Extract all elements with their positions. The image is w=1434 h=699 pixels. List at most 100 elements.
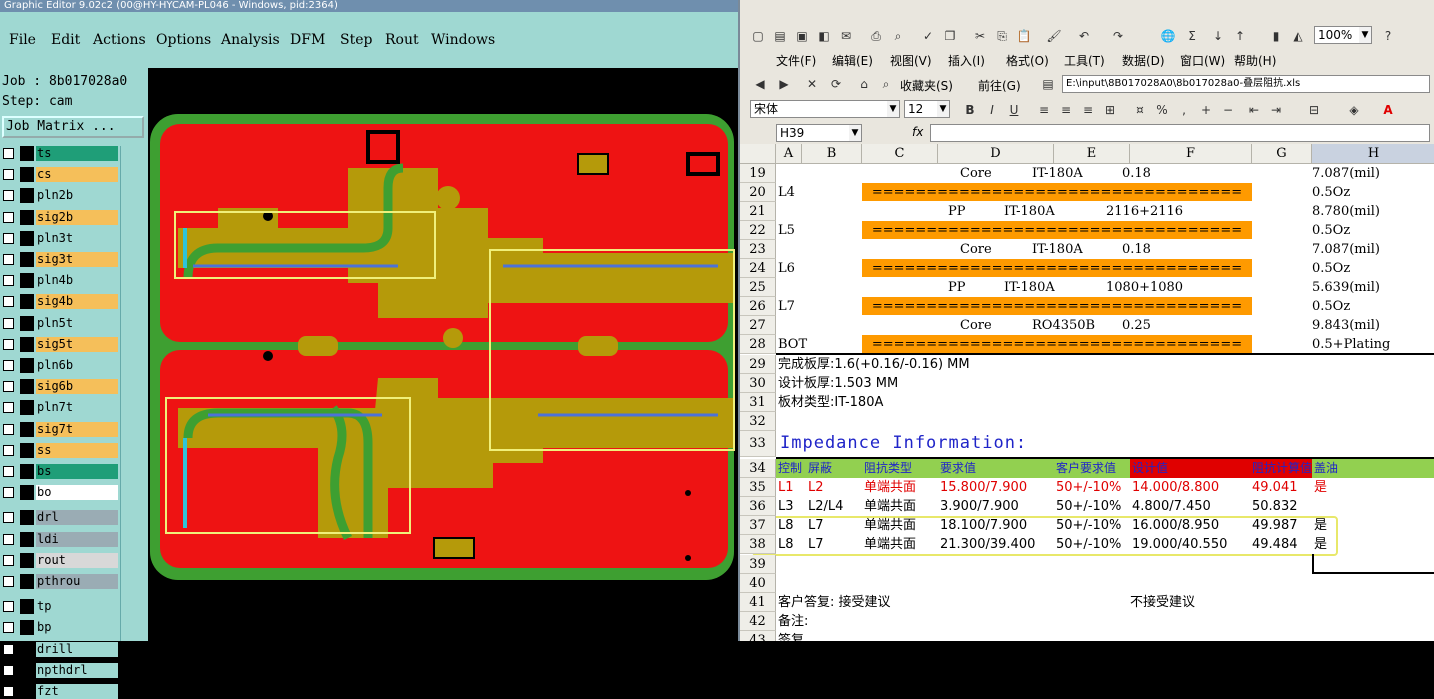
- layer-row-pln6b[interactable]: pln6b: [0, 358, 120, 373]
- impedance-cell[interactable]: 是: [1314, 537, 1328, 552]
- cell[interactable]: L6: [778, 261, 795, 276]
- impedance-cell[interactable]: 14.000/8.800: [1132, 480, 1220, 495]
- impedance-cell[interactable]: 15.800/7.900: [940, 480, 1028, 495]
- layer-checkbox[interactable]: [3, 338, 14, 350]
- row-header[interactable]: 38: [740, 535, 776, 554]
- row-header[interactable]: 35: [740, 478, 776, 497]
- row-header[interactable]: 24: [740, 259, 776, 278]
- layer-row-sig3t[interactable]: sig3t: [0, 252, 120, 267]
- row-header[interactable]: 22: [740, 221, 776, 240]
- align-right-icon[interactable]: ≡: [1082, 103, 1094, 117]
- header-control[interactable]: 控制: [778, 461, 803, 475]
- cell[interactable]: 1080+1080: [1106, 280, 1184, 295]
- layer-row-sig7t[interactable]: sig7t: [0, 421, 120, 437]
- layer-row-sig6b[interactable]: sig6b: [0, 379, 120, 395]
- layer-row-drl[interactable]: drl: [0, 510, 120, 526]
- home-icon[interactable]: ⌂: [860, 77, 868, 91]
- material-type-cell[interactable]: 板材类型:IT-180A: [778, 395, 884, 410]
- impedance-cell[interactable]: 是: [1314, 518, 1328, 533]
- job-matrix-button[interactable]: Job Matrix ...: [2, 116, 144, 138]
- header-solder-mask[interactable]: 盖油: [1314, 461, 1339, 475]
- cell[interactable]: 0.5Oz: [1312, 261, 1351, 276]
- layer-bar[interactable]: ==================================: [862, 221, 1252, 239]
- row-header[interactable]: 29: [740, 355, 776, 374]
- layer-checkbox[interactable]: [3, 275, 14, 287]
- impedance-cell[interactable]: 50+/-10%: [1056, 480, 1122, 495]
- redo-icon[interactable]: ↷: [1112, 29, 1124, 43]
- col-header-g[interactable]: G: [1252, 144, 1312, 164]
- forward-icon[interactable]: ▶: [779, 77, 789, 91]
- layer-row-pln3t[interactable]: pln3t: [0, 230, 120, 246]
- xl-menu-view[interactable]: 视图(V): [890, 54, 932, 68]
- layer-checkbox[interactable]: [3, 512, 14, 524]
- header-customer-value[interactable]: 客户要求值: [1056, 461, 1117, 475]
- borders-icon[interactable]: ⊟: [1308, 103, 1320, 117]
- impedance-cell[interactable]: 50+/-10%: [1056, 518, 1122, 533]
- layer-checkbox[interactable]: [3, 601, 14, 613]
- impedance-cell[interactable]: 49.987: [1252, 518, 1298, 533]
- stop-icon[interactable]: ✕: [806, 77, 818, 91]
- layer-checkbox[interactable]: [3, 423, 14, 435]
- cell[interactable]: IT-180A: [1032, 242, 1083, 257]
- layer-row-ts[interactable]: ts: [0, 146, 120, 161]
- cell[interactable]: BOT: [778, 337, 808, 352]
- col-header-b[interactable]: B: [802, 144, 862, 164]
- row-header[interactable]: 31: [740, 393, 776, 412]
- search-icon[interactable]: ⌕: [882, 77, 890, 91]
- ge-menu-step[interactable]: Step: [340, 32, 373, 48]
- layer-row-sig5t[interactable]: sig5t: [0, 336, 120, 352]
- ge-menu-windows[interactable]: Windows: [431, 32, 496, 48]
- header-required-value[interactable]: 要求值: [940, 461, 977, 475]
- cell[interactable]: L4: [778, 185, 795, 200]
- header-calculated-value[interactable]: 阻抗计算值: [1252, 461, 1312, 475]
- research-icon[interactable]: ❐: [944, 29, 956, 43]
- drawing-icon[interactable]: ◭: [1293, 29, 1303, 43]
- layer-row-pln7t[interactable]: pln7t: [0, 400, 120, 416]
- copy-icon[interactable]: ⎘: [997, 29, 1007, 43]
- row-header[interactable]: 19: [740, 164, 776, 183]
- row-header[interactable]: 28: [740, 335, 776, 354]
- print-icon[interactable]: ⎙: [871, 29, 881, 43]
- layer-row-drill[interactable]: drill: [0, 641, 120, 657]
- layer-row-sig2b[interactable]: sig2b: [0, 209, 120, 225]
- cell[interactable]: 7.087(mil): [1312, 166, 1381, 181]
- address-bar[interactable]: E:\input\8B017028A0\8b017028a0-叠层阻抗.xls: [1062, 75, 1430, 93]
- new-icon[interactable]: ▢: [752, 29, 764, 43]
- font-size-combo[interactable]: 12▼: [904, 100, 950, 118]
- back-icon[interactable]: ◀: [755, 77, 765, 91]
- layer-row-bs[interactable]: bs: [0, 464, 120, 479]
- design-thickness-cell[interactable]: 设计板厚:1.503 MM: [778, 376, 899, 391]
- layer-row-pthrou[interactable]: pthrou: [0, 574, 120, 589]
- cell[interactable]: 0.25: [1122, 318, 1151, 333]
- layer-checkbox[interactable]: [3, 190, 14, 202]
- remarks-label[interactable]: 备注:: [778, 614, 809, 629]
- impedance-cell[interactable]: L7: [808, 537, 824, 552]
- italic-icon[interactable]: I: [990, 103, 994, 117]
- finished-thickness-cell[interactable]: 完成板厚:1.6(+0.16/-0.16) MM: [778, 357, 970, 372]
- cell[interactable]: IT-180A: [1004, 280, 1055, 295]
- layer-checkbox[interactable]: [3, 622, 14, 634]
- row-header[interactable]: 40: [740, 574, 776, 593]
- layer-checkbox[interactable]: [3, 148, 14, 159]
- increase-decimal-icon[interactable]: +: [1200, 103, 1212, 117]
- row-header[interactable]: 42: [740, 612, 776, 631]
- xl-menu-format[interactable]: 格式(O): [1006, 54, 1049, 68]
- impedance-title[interactable]: Impedance Information:: [780, 433, 1028, 453]
- row-header[interactable]: 37: [740, 516, 776, 535]
- sort-descending-icon[interactable]: ↑: [1234, 29, 1246, 43]
- layer-scrollbar[interactable]: [120, 146, 148, 641]
- impedance-cell[interactable]: 19.000/40.550: [1132, 537, 1228, 552]
- col-header-d[interactable]: D: [938, 144, 1054, 164]
- xl-menu-tools[interactable]: 工具(T): [1064, 54, 1105, 68]
- ge-menu-file[interactable]: File: [9, 32, 36, 48]
- layer-row-bo[interactable]: bo: [0, 485, 120, 501]
- cell[interactable]: IT-180A: [1032, 166, 1083, 181]
- name-box[interactable]: H39▼: [776, 124, 862, 142]
- layer-checkbox[interactable]: [3, 381, 14, 393]
- layer-checkbox[interactable]: [3, 466, 14, 477]
- bold-icon[interactable]: B: [965, 103, 975, 117]
- layer-checkbox[interactable]: [3, 317, 14, 329]
- customer-reply-accept[interactable]: 客户答复: 接受建议: [778, 595, 891, 610]
- col-header-a[interactable]: A: [776, 144, 802, 164]
- impedance-cell[interactable]: 是: [1314, 480, 1328, 495]
